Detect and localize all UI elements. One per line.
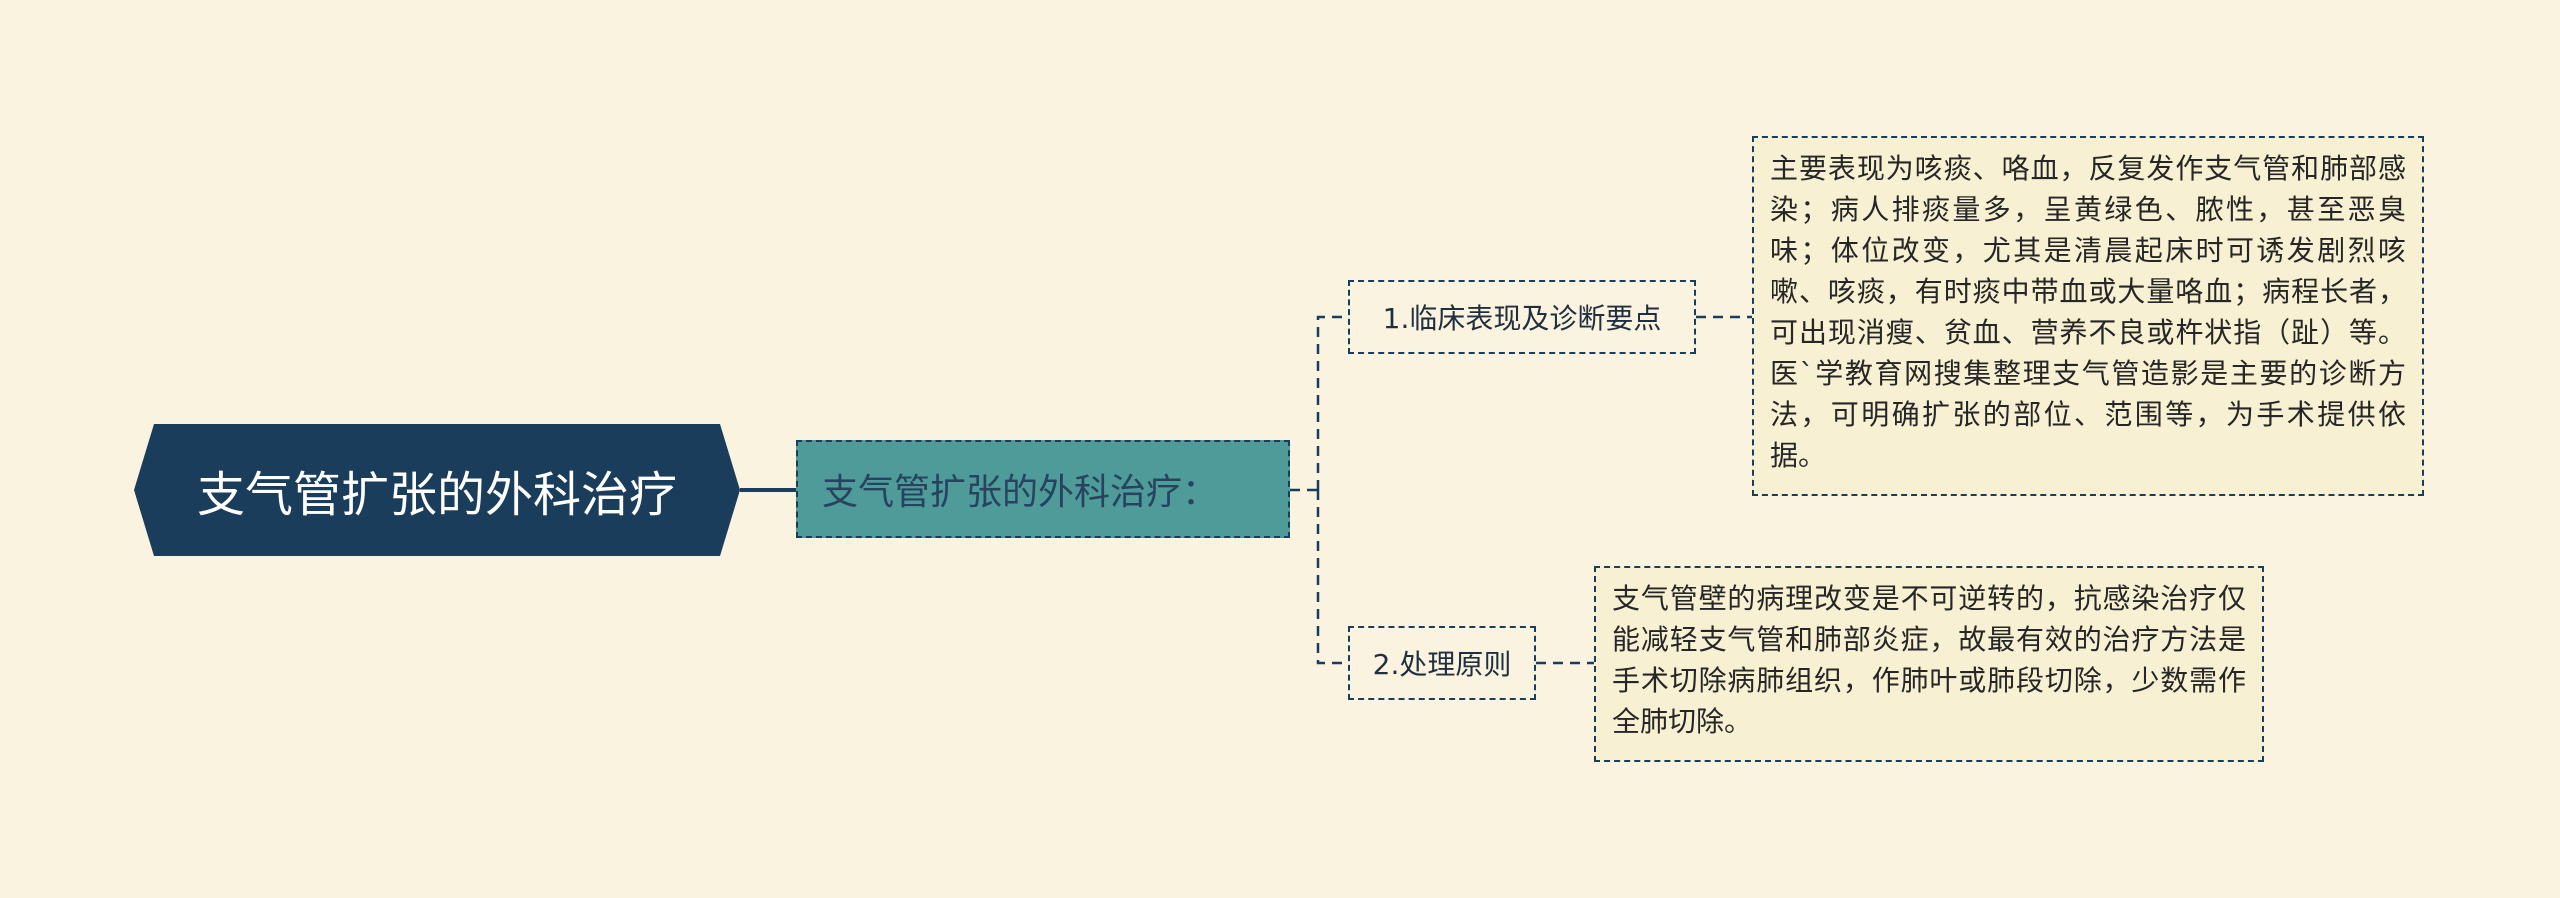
branch-label: 1.临床表现及诊断要点 [1382, 302, 1662, 335]
detail-clinical-manifestation[interactable]: 主要表现为咳痰、咯血，反复发作支气管和肺部感染；病人排痰量多，呈黄绿色、脓性，甚… [1752, 136, 2424, 496]
subtopic-label: 支气管扩张的外科治疗： [822, 472, 1219, 513]
branch-treatment-principle[interactable]: 2.处理原则 [1348, 626, 1536, 700]
root-topic[interactable]: 支气管扩张的外科治疗 [134, 424, 740, 556]
connector-trunk-branch-1 [1316, 315, 1348, 490]
root-topic-label: 支气管扩张的外科治疗 [196, 467, 677, 523]
detail-treatment-principle[interactable]: 支气管壁的病理改变是不可逆转的，抗感染治疗仅能减轻支气管和肺部炎症，故最有效的治… [1594, 566, 2264, 762]
branch-clinical-manifestation[interactable]: 1.临床表现及诊断要点 [1348, 280, 1696, 354]
subtopic-node[interactable]: 支气管扩张的外科治疗： [796, 440, 1290, 538]
detail-text: 主要表现为咳痰、咯血，反复发作支气管和肺部感染；病人排痰量多，呈黄绿色、脓性，甚… [1770, 152, 2406, 472]
connector-trunk-branch-2 [1316, 490, 1348, 665]
detail-text: 支气管壁的病理改变是不可逆转的，抗感染治疗仅能减轻支气管和肺部炎症，故最有效的治… [1612, 582, 2246, 738]
branch-label: 2.处理原则 [1372, 648, 1512, 681]
